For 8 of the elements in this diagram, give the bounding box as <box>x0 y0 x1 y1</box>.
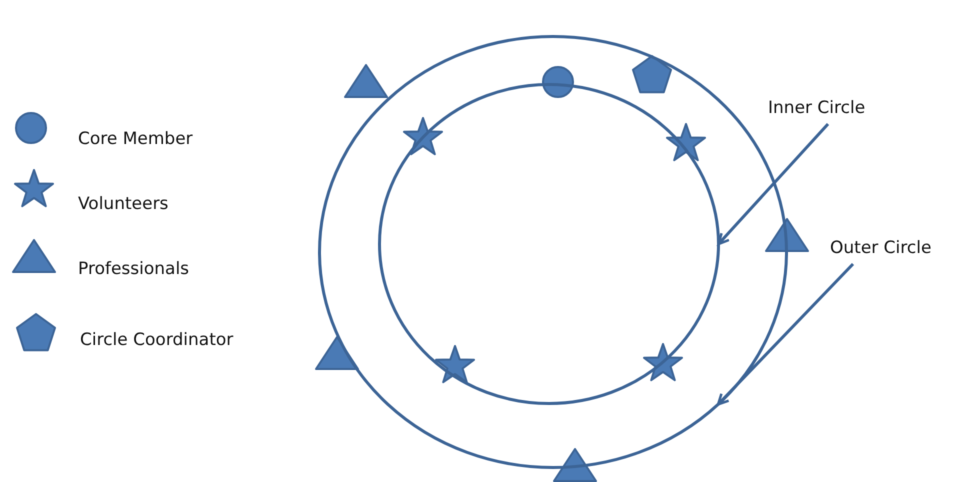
legend-label: Volunteers <box>78 194 168 214</box>
circle-label: Outer Circle <box>830 238 932 258</box>
legend-label: Professionals <box>78 259 190 279</box>
legend-label: Core Member <box>78 129 193 149</box>
legend-label: Circle Coordinator <box>80 330 234 350</box>
circle-label: Inner Circle <box>768 98 866 118</box>
leader-line <box>716 262 854 406</box>
leader-line <box>717 122 830 246</box>
